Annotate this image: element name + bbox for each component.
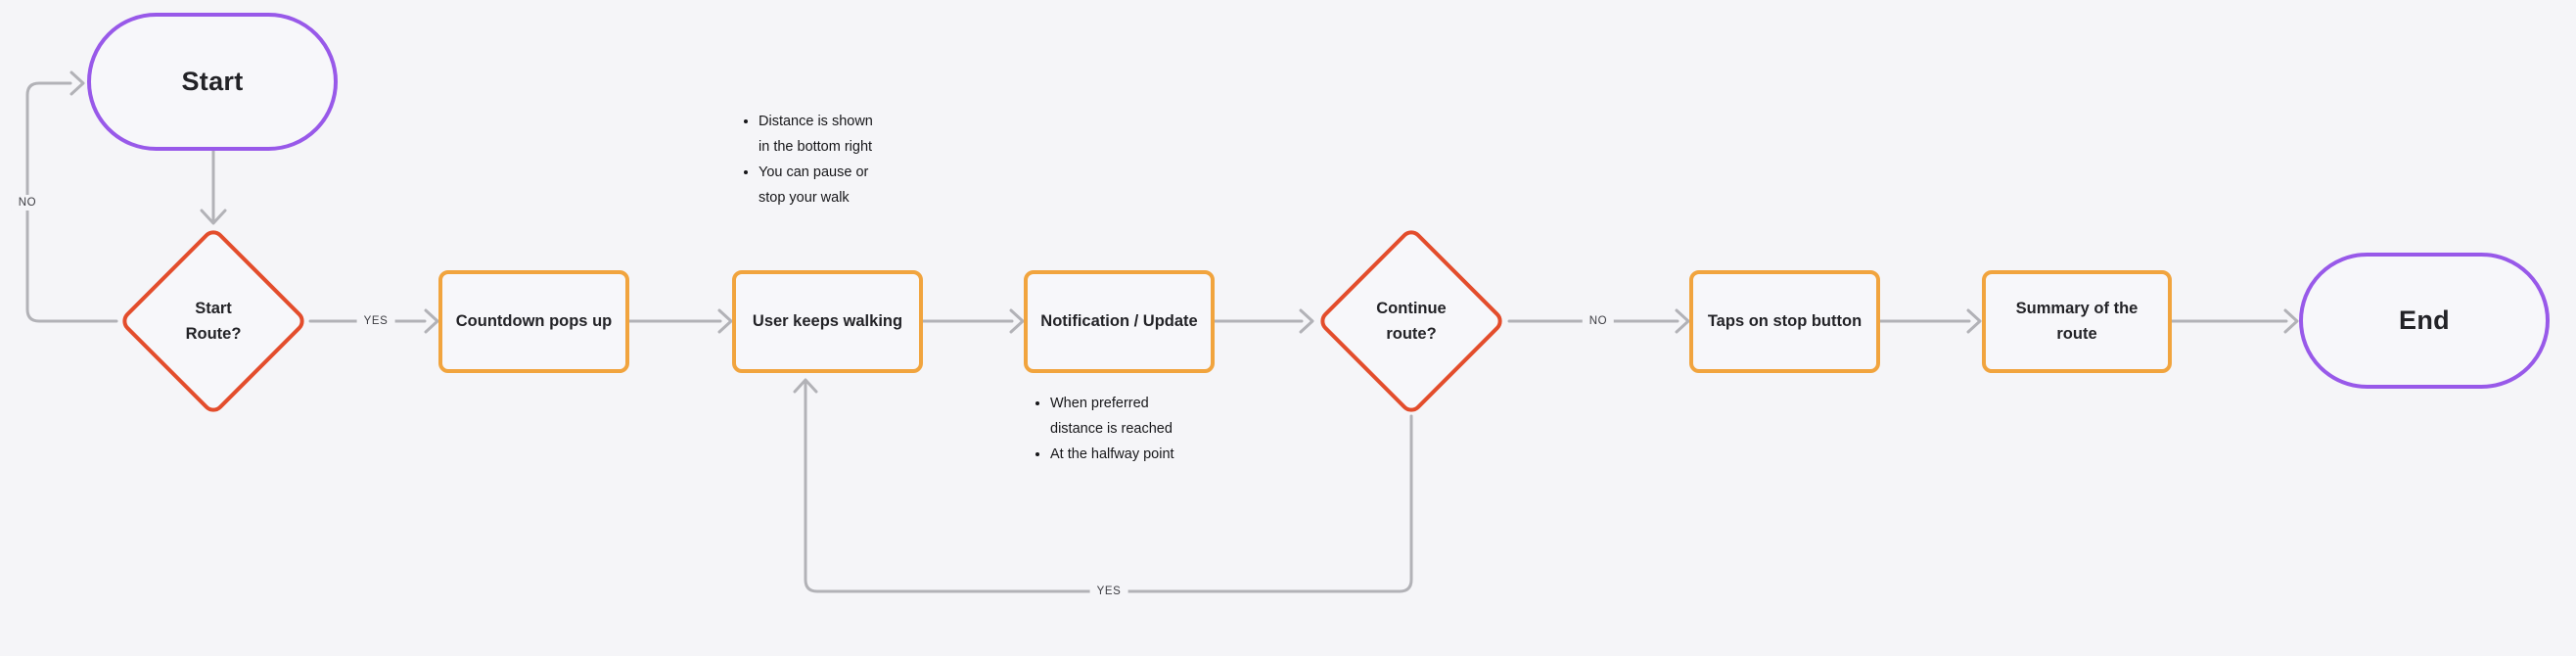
arrowhead-right-icon bbox=[2283, 308, 2299, 334]
node-continue-route-line2: route? bbox=[1386, 325, 1437, 343]
arrowhead-right-icon bbox=[1009, 308, 1025, 334]
edge-label-continue-yes: YES bbox=[1089, 584, 1128, 599]
arrowhead-right-icon bbox=[1966, 308, 1982, 334]
node-notification[interactable]: Notification / Update bbox=[1024, 270, 1215, 373]
node-start[interactable]: Start bbox=[87, 13, 338, 151]
edge-label-start-route-no: NO bbox=[11, 195, 44, 211]
node-walking-label: User keeps walking bbox=[752, 312, 903, 330]
node-summary-label: Summary of the route bbox=[2015, 299, 2139, 343]
node-start-route-line1: Start bbox=[195, 299, 232, 317]
node-start-label: Start bbox=[181, 67, 244, 96]
node-countdown[interactable]: Countdown pops up bbox=[438, 270, 629, 373]
node-notification-label: Notification / Update bbox=[1040, 312, 1198, 330]
note-notification-item: At the halfway point bbox=[1050, 442, 1181, 467]
note-walking-list: Distance is shown in the bottom right Yo… bbox=[741, 109, 886, 211]
node-continue-route-line1: Continue bbox=[1376, 299, 1447, 317]
node-stop[interactable]: Taps on stop button bbox=[1689, 270, 1880, 373]
note-walking-item: Distance is shown in the bottom right bbox=[759, 109, 886, 160]
node-start-route-line2: Route? bbox=[185, 325, 242, 343]
node-walking[interactable]: User keeps walking bbox=[732, 270, 923, 373]
arrowhead-right-icon bbox=[1675, 308, 1690, 334]
node-start-route[interactable]: Start Route? bbox=[116, 224, 310, 418]
note-notification: When preferred distance is reached At th… bbox=[1033, 391, 1181, 467]
node-stop-label: Taps on stop button bbox=[1707, 312, 1863, 330]
note-notification-item: When preferred distance is reached bbox=[1050, 391, 1181, 442]
node-start-route-label: Start Route? bbox=[116, 224, 310, 418]
edge-label-continue-no: NO bbox=[1582, 313, 1615, 329]
node-countdown-label: Countdown pops up bbox=[455, 312, 613, 330]
node-end[interactable]: End bbox=[2299, 253, 2550, 389]
arrowhead-right-icon bbox=[1299, 308, 1314, 334]
edge-label-start-route-yes: YES bbox=[356, 313, 395, 329]
note-notification-list: When preferred distance is reached At th… bbox=[1033, 391, 1181, 467]
arrowhead-right-icon bbox=[69, 70, 85, 96]
arrowhead-up-icon bbox=[793, 378, 818, 394]
note-walking: Distance is shown in the bottom right Yo… bbox=[741, 109, 886, 211]
arrowhead-down-icon bbox=[200, 209, 227, 225]
node-end-label: End bbox=[2399, 305, 2450, 335]
node-continue-route-label: Continue route? bbox=[1314, 224, 1508, 418]
node-continue-route[interactable]: Continue route? bbox=[1314, 224, 1508, 418]
arrowhead-right-icon bbox=[717, 308, 733, 334]
note-walking-item: You can pause or stop your walk bbox=[759, 160, 886, 211]
arrowhead-right-icon bbox=[424, 308, 439, 334]
node-summary[interactable]: Summary of the route bbox=[1982, 270, 2172, 373]
